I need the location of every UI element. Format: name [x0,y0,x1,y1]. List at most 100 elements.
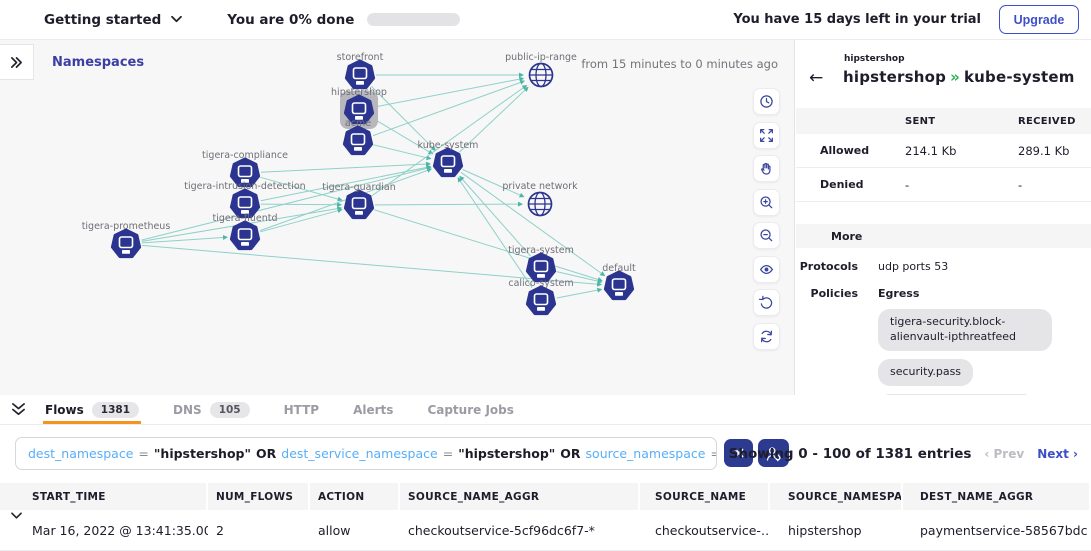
back-arrow-icon[interactable]: ← [809,68,824,88]
policies-direction: Egress [878,287,920,300]
filter-token-field: dest_namespace [28,446,134,461]
zoom-out-button[interactable] [753,222,780,249]
trial-days-text: You have 15 days left in your trial [733,12,981,27]
svg-text:tigera-system: tigera-system [508,245,574,256]
double-chevron-down-icon[interactable] [10,402,27,417]
graph-edge [141,165,432,241]
policy-pill[interactable]: tigera-security.block-alienvault-ipthrea… [878,309,1052,351]
tab-capture-jobs[interactable]: Capture Jobs [425,395,515,424]
zoom-in-button[interactable] [753,188,780,216]
undo-button[interactable] [753,289,780,316]
node-hipstershop[interactable]: hipstershop [331,87,387,129]
graph-edge [372,117,434,155]
history-button[interactable] [753,88,780,115]
column-header-start_time[interactable]: START_TIME [0,483,208,510]
column-header-action[interactable]: ACTION [310,483,400,510]
column-header-source_name[interactable]: SOURCE_NAME [640,483,770,510]
column-header-dest_name_aggr[interactable]: DEST_NAME_AGGR [903,483,1091,510]
tab-label: DNS [173,402,202,417]
node-tigera-compliance[interactable]: tigera-compliance [202,150,288,188]
graph-edge [259,168,433,232]
node-acme[interactable]: acme [342,118,374,156]
filter-token-operator: = [710,446,716,461]
title-separator: » [950,68,960,86]
column-header-source_namespace[interactable]: SOURCE_NAMESPACE [770,483,903,510]
tab-http[interactable]: HTTP [282,395,321,424]
graph-edge [372,80,526,137]
pan-button[interactable] [753,155,780,182]
svg-text:kube-system: kube-system [418,140,479,151]
tab-label: Alerts [353,402,394,417]
cell-source_namespace: hipstershop [788,522,862,538]
graph-edge [370,85,437,152]
graph-edge [460,171,606,277]
breadcrumb: hipstershop [844,54,905,64]
namespace-graph[interactable]: storefront public-ip-range hipstershop a… [0,40,794,395]
stats-received-value: - [1018,177,1023,192]
tab-alerts[interactable]: Alerts [351,395,395,424]
refresh-button[interactable] [753,322,780,350]
zoom-in-icon [760,195,773,208]
getting-started-menu[interactable]: Getting started [44,11,162,28]
policy-pill[interactable]: platform.allow-kube-dns [878,393,1036,395]
upgrade-button[interactable]: Upgrade [999,5,1079,34]
svg-text:default: default [602,263,636,274]
node-public-ip-range[interactable]: public-ip-range [505,52,577,88]
stats-row-label: Denied [820,178,864,191]
filter-token-value: "hipstershop" [153,446,251,461]
namespaces-graph-panel: storefront public-ip-range hipstershop a… [0,40,795,395]
graph-edge [374,209,603,282]
stats-col-received: RECEIVED [1018,115,1076,127]
node-kube-system[interactable]: kube-system [418,140,479,178]
node-tigera-prometheus[interactable]: tigera-prometheus [82,221,171,259]
svg-text:calico-system: calico-system [508,278,573,289]
cell-dest_name_aggr: paymentservice-58567bdc [920,522,1088,538]
graph-edge [260,161,431,173]
filter-token-field: dest_service_namespace [281,446,438,461]
node-tigera-guardian[interactable]: tigera-guardian [322,182,396,220]
next-page-link[interactable]: Next › [1037,447,1078,461]
details-list: Protocols udp ports 53 Policies Egress t… [796,260,1091,395]
svg-text:hipstershop: hipstershop [331,87,387,98]
tab-label: HTTP [283,402,320,417]
chevron-down-icon[interactable] [170,15,183,24]
visibility-button[interactable] [753,255,780,283]
protocols-value: udp ports 53 [878,260,949,273]
clear-filter-button[interactable] [724,439,753,467]
svg-text:tigera-prometheus: tigera-prometheus [82,221,171,232]
node-tigera-intrusion-detection[interactable]: tigera-intrusion-detection [184,181,306,219]
top-bar: Getting started You are 0% done You have… [0,0,1091,40]
graph-edge [374,201,523,207]
svg-text:tigera-compliance: tigera-compliance [202,150,288,161]
policies-label: Policies [810,287,858,300]
node-calico-system[interactable]: calico-system [508,278,574,316]
graph-edge [260,202,342,208]
policy-pill[interactable]: security.pass [878,358,974,386]
graph-edge [141,234,228,244]
node-tigera-fluentd[interactable]: tigera-fluentd [212,213,278,251]
more-section-header: More [796,224,1091,248]
node-storefront[interactable]: storefront [337,52,384,90]
node-private-network[interactable]: private network [502,181,578,217]
sidebar-expand-button[interactable] [0,44,34,80]
row-expand-icon[interactable] [10,511,23,521]
user-settings-button[interactable] [758,439,789,467]
stats-col-sent: SENT [905,115,936,127]
time-range-label: from 15 minutes to 0 minutes ago [581,57,778,71]
column-header-num_flows[interactable]: NUM_FLOWS [208,483,310,510]
prev-page-link[interactable]: ‹ Prev [984,447,1025,461]
node-tigera-system[interactable]: tigera-system [508,245,574,283]
column-header-source_name_aggr[interactable]: SOURCE_NAME_AGGR [400,483,640,510]
node-default[interactable]: default [602,263,636,301]
graph-edge [462,169,525,198]
fit-to-screen-button[interactable] [753,121,780,149]
